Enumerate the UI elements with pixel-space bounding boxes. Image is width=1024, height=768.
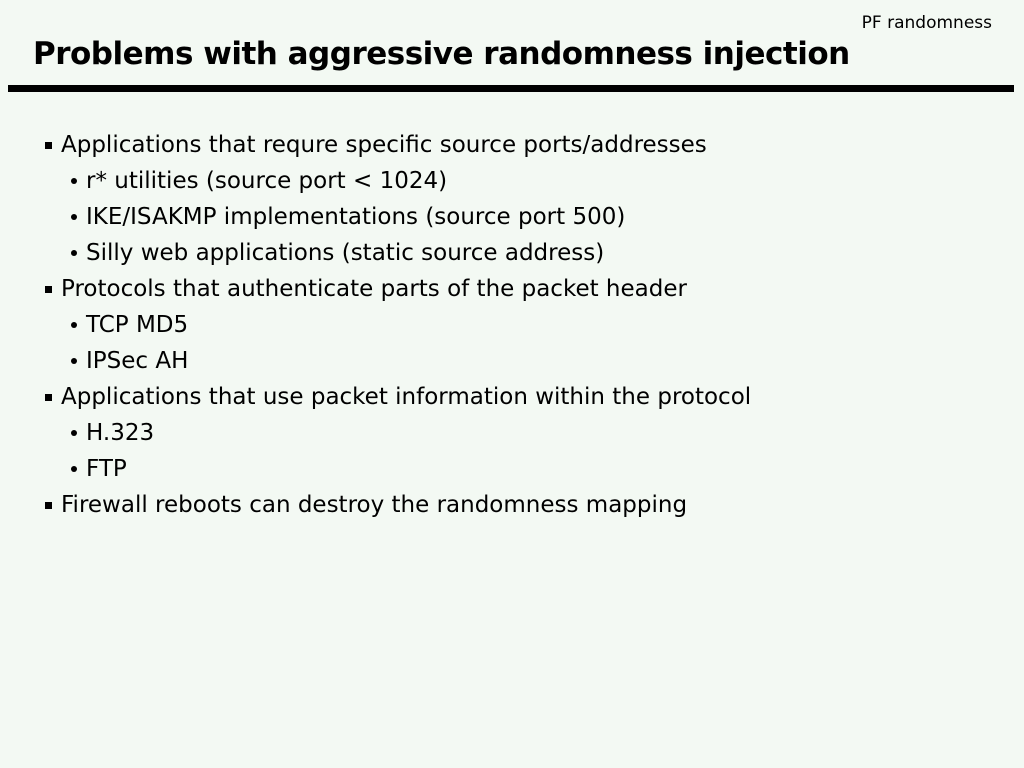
dot-bullet-icon: [71, 178, 77, 184]
bullet-item: Protocols that authenticate parts of the…: [0, 271, 1024, 307]
bullet-text: Applications that requre specific source…: [61, 132, 707, 158]
square-bullet-icon: [45, 502, 52, 509]
sub-bullet-text: Silly web applications (static source ad…: [86, 240, 605, 266]
square-bullet-icon: [45, 142, 52, 149]
sub-bullet-item: r* utilities (source port < 1024): [0, 163, 1024, 199]
dot-bullet-icon: [71, 214, 77, 220]
dot-bullet-icon: [71, 466, 77, 472]
bullet-text: Firewall reboots can destroy the randomn…: [61, 492, 688, 518]
title-rule: [8, 85, 1014, 92]
bullet-item: Applications that requre specific source…: [0, 127, 1024, 163]
corner-label: PF randomness: [861, 13, 992, 33]
square-bullet-icon: [45, 286, 52, 293]
sub-bullet-item: H.323: [0, 415, 1024, 451]
sub-bullet-text: TCP MD5: [86, 312, 189, 338]
square-bullet-icon: [45, 394, 52, 401]
sub-bullet-text: r* utilities (source port < 1024): [86, 168, 448, 194]
bullet-text: Applications that use packet information…: [61, 384, 752, 410]
bullet-list: Applications that requre specific source…: [0, 127, 1024, 523]
sub-bullet-item: Silly web applications (static source ad…: [0, 235, 1024, 271]
dot-bullet-icon: [71, 250, 77, 256]
bullet-text: Protocols that authenticate parts of the…: [61, 276, 687, 302]
sub-bullet-text: H.323: [86, 420, 155, 446]
sub-bullet-item: IPSec AH: [0, 343, 1024, 379]
bullet-item: Firewall reboots can destroy the randomn…: [0, 487, 1024, 523]
sub-bullet-text: FTP: [86, 456, 127, 482]
dot-bullet-icon: [71, 322, 77, 328]
sub-bullet-item: FTP: [0, 451, 1024, 487]
sub-bullet-text: IKE/ISAKMP implementations (source port …: [86, 204, 626, 230]
dot-bullet-icon: [71, 358, 77, 364]
sub-bullet-item: IKE/ISAKMP implementations (source port …: [0, 199, 1024, 235]
sub-bullet-item: TCP MD5: [0, 307, 1024, 343]
sub-bullet-text: IPSec AH: [86, 348, 189, 374]
bullet-item: Applications that use packet information…: [0, 379, 1024, 415]
dot-bullet-icon: [71, 430, 77, 436]
page-title: Problems with aggressive randomness inje…: [33, 36, 850, 72]
